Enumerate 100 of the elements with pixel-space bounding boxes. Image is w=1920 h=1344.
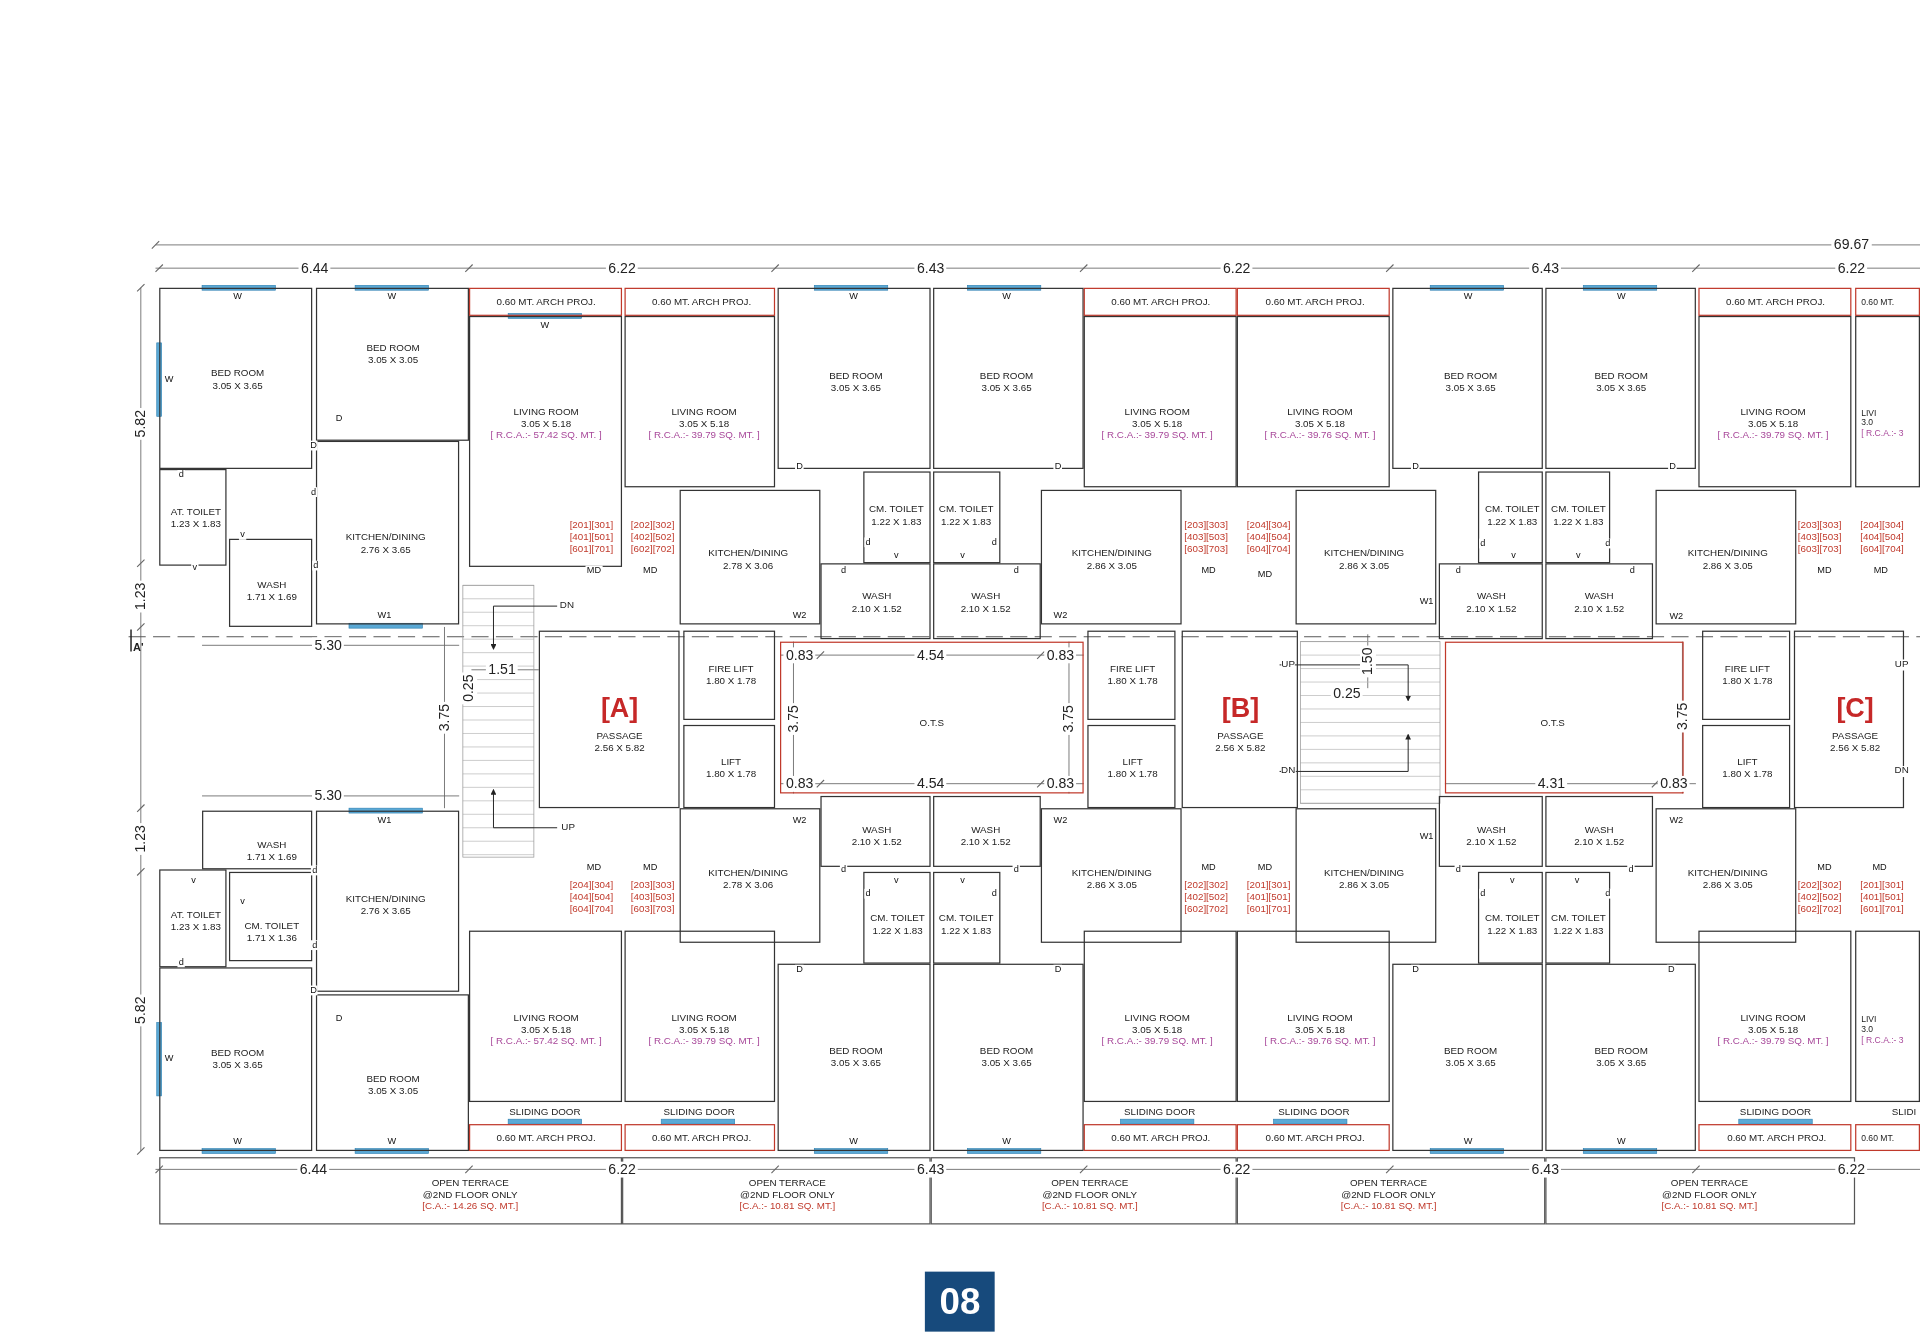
room-size: 1.22 X 1.83 xyxy=(941,515,992,528)
dimension-value: 0.25 xyxy=(461,672,477,705)
terrace-name: OPEN TERRACE xyxy=(431,1177,509,1190)
floor-note: @2ND FLOOR ONLY xyxy=(1042,1189,1138,1201)
area-note: [ R.C.A.:- 3 xyxy=(1861,1034,1904,1046)
opening-mark: W xyxy=(232,291,244,302)
door-label: SLIDING DOOR xyxy=(663,1107,735,1119)
opening-mark: v xyxy=(1508,875,1516,886)
room-name: BED ROOM xyxy=(829,1045,883,1057)
room-name: KITCHEN/DINING xyxy=(1324,867,1405,880)
dimension-value: 0.83 xyxy=(1657,775,1691,792)
room-name: CM. TOILET xyxy=(1551,503,1606,516)
room-size: 3.05 X 5.18 xyxy=(1294,417,1346,430)
opening-mark: D xyxy=(1053,964,1063,975)
flat-numbers: [204][304] [404][504] [604][704] xyxy=(1859,519,1905,556)
room-name: 0.60 MT. ARCH PROJ. xyxy=(1265,296,1365,309)
unit-letter: [C] xyxy=(1836,693,1874,724)
area-note: [ R.C.A.:- 39.76 SQ. MT. ] xyxy=(1264,429,1376,442)
room-name: WASH xyxy=(257,839,287,851)
opening-mark: MD xyxy=(1816,565,1833,576)
opening-mark: W1 xyxy=(376,610,393,621)
projection-strip xyxy=(624,1124,776,1151)
room-name: LIVING ROOM xyxy=(671,406,737,418)
opening-mark: d xyxy=(864,888,872,899)
dimension-value: 0.83 xyxy=(783,775,816,792)
opening-mark: d xyxy=(310,865,319,876)
room-name: KITCHEN/DINING xyxy=(1324,547,1405,560)
room-name: CM. TOILET xyxy=(869,503,924,516)
room-name: BED ROOM xyxy=(1594,370,1648,383)
opening-mark: W xyxy=(847,291,860,302)
dimension-value: 6.43 xyxy=(914,1161,947,1178)
room-size: 3.05 X 5.18 xyxy=(1748,1023,1799,1036)
opening-mark: MD xyxy=(585,565,603,576)
opening-mark: v xyxy=(1509,550,1517,561)
flat-numbers: [203][303] [403][503] [603][703] xyxy=(1796,519,1843,556)
opening-mark: D xyxy=(1666,964,1676,975)
room-size: 1.22 X 1.83 xyxy=(1487,924,1538,937)
room-name: 0.60 MT. ARCH PROJ. xyxy=(652,296,752,309)
room-name: 0.60 MT. xyxy=(1861,297,1895,308)
opening-mark: W1 xyxy=(1418,596,1435,607)
room-size: 3.05 X 3.65 xyxy=(212,379,263,392)
flat-numbers: [202][302] [402][502] [602][702] xyxy=(1183,879,1229,916)
opening-mark: W xyxy=(1615,1136,1627,1147)
opening-mark: MD xyxy=(1256,569,1274,580)
opening-mark: W2 xyxy=(791,610,808,621)
room-size: 1.80 X 1.78 xyxy=(1107,674,1158,687)
unit-letter: [A] xyxy=(600,693,639,724)
terrace-name: OPEN TERRACE xyxy=(1670,1177,1748,1190)
dimension-value: 6.43 xyxy=(1529,260,1562,276)
floor-note: @2ND FLOOR ONLY xyxy=(1341,1189,1436,1201)
living-room-outline xyxy=(469,930,623,1103)
dimension-value: 6.43 xyxy=(1529,1161,1562,1178)
terrace-name: OPEN TERRACE xyxy=(1350,1177,1428,1190)
room-size: 2.86 X 3.05 xyxy=(1702,879,1753,891)
room-size: 3.05 X 3.65 xyxy=(830,382,881,394)
room-name: WASH xyxy=(1476,824,1506,837)
flat-numbers: [202][302] [402][502] [602][702] xyxy=(1796,879,1843,916)
projection-strip xyxy=(1855,1124,1920,1151)
room-name: BED ROOM xyxy=(1443,1045,1498,1057)
room-name: CM. TOILET xyxy=(1551,912,1606,925)
room-name: BED ROOM xyxy=(979,370,1034,383)
room-name: AT. TOILET xyxy=(170,909,221,921)
opening-mark: W xyxy=(1462,1136,1474,1147)
opening-mark: W xyxy=(1000,291,1013,302)
floor-note: @2ND FLOOR ONLY xyxy=(740,1189,835,1201)
room-size: 3.05 X 5.18 xyxy=(521,1023,572,1036)
opening-mark: d xyxy=(1479,888,1487,899)
room-name: CM. TOILET xyxy=(1484,503,1540,516)
room-name: KITCHEN/DINING xyxy=(1071,547,1152,560)
area-note: [C.A.:- 10.81 SQ. MT.] xyxy=(739,1201,836,1213)
opening-mark: d xyxy=(1012,565,1021,576)
flat-numbers: [204][304] [404][504] [604][704] xyxy=(1245,519,1292,556)
room-name: WASH xyxy=(862,590,892,603)
room-name: PASSAGE xyxy=(596,730,643,743)
room-size: 3.05 X 5.18 xyxy=(521,417,572,430)
opening-mark: W xyxy=(386,1136,398,1147)
room-name: WASH xyxy=(862,824,892,837)
room-size: 1.22 X 1.83 xyxy=(1553,924,1604,937)
room-name: BED ROOM xyxy=(1594,1045,1648,1057)
room-size: 3.05 X 5.18 xyxy=(679,1023,730,1036)
room-name: LIVING ROOM xyxy=(1740,1012,1806,1024)
room-name: FIRE LIFT xyxy=(1724,662,1770,675)
opening-mark: d xyxy=(312,560,320,571)
living-room-outline xyxy=(1855,930,1920,1103)
opening-mark: v xyxy=(958,875,966,886)
room-size: 3.05 X 3.65 xyxy=(1445,382,1496,394)
opening-mark: D xyxy=(1410,461,1421,472)
area-note: [ R.C.A.:- 57.42 SQ. MT. ] xyxy=(490,429,602,442)
door-label: SLIDI xyxy=(1891,1107,1917,1119)
room-name: WASH xyxy=(1584,824,1614,837)
door-label: SLIDING DOOR xyxy=(1739,1107,1812,1119)
opening-mark: d xyxy=(1012,864,1021,875)
room-size: 3.05 X 3.05 xyxy=(368,353,419,366)
area-note: [ R.C.A.:- 39.79 SQ. MT. ] xyxy=(1717,1035,1829,1048)
opening-mark: v xyxy=(1573,875,1581,886)
flat-numbers: [202][302] [402][502] [602][702] xyxy=(629,519,676,556)
room-size: 3.05 X 3.65 xyxy=(981,382,1032,394)
stair-direction: DN xyxy=(1894,766,1909,777)
room-name: 0.60 MT. ARCH PROJ. xyxy=(1727,1132,1827,1145)
opening-mark: D xyxy=(308,985,318,996)
